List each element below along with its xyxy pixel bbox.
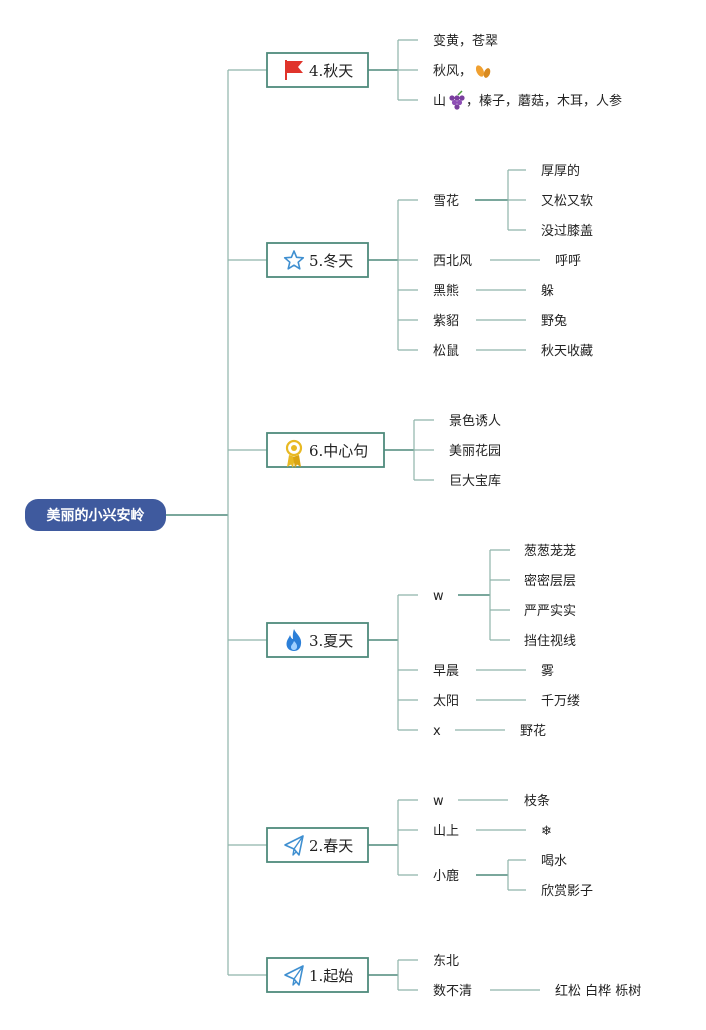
fire-icon (286, 629, 302, 651)
start-children: 东北 数不清 红松 白桦 栎树 (433, 954, 641, 999)
branch-box (266, 242, 369, 278)
leaf-node[interactable]: 小鹿 (433, 868, 459, 884)
grapes-icon (449, 90, 465, 110)
leaf-node[interactable]: 雾 (541, 664, 554, 679)
leaf-node: 山 (433, 94, 446, 109)
autumn-children: 变黄，苍翠 秋风， 山 ，榛子，蘑菇，木耳，人参 (433, 33, 622, 110)
branch-box (266, 957, 369, 993)
leaf-node[interactable]: 挡住视线 (524, 634, 576, 649)
leaf-node[interactable]: 红松 白桦 栎树 (555, 983, 641, 999)
branch-node-summer[interactable]: 3.夏天 (266, 622, 369, 658)
leaf-node[interactable]: 景色诱人 (449, 413, 501, 429)
leaf-node[interactable]: 野兔 (541, 314, 567, 329)
leaf-node[interactable]: 欣赏影子 (541, 884, 593, 899)
central-children: 景色诱人 美丽花园 巨大宝库 (449, 413, 501, 489)
branch-node-start[interactable]: 1.起始 (266, 957, 369, 993)
leaf-node[interactable]: 又松又软 (541, 194, 593, 209)
connector-lines (166, 39, 540, 991)
leaf-node[interactable]: 野花 (520, 723, 546, 739)
leaf-node[interactable]: 厚厚的 (541, 163, 580, 179)
leaf-node[interactable]: 黑熊 (433, 283, 459, 299)
leaf-node[interactable]: 松鼠 (433, 344, 459, 359)
branch-label: 5.冬天 (309, 252, 353, 270)
winter-children: 雪花 厚厚的 又松又软 没过膝盖 西北风 呼呼 黑熊 躲 紫貂 野兔 松鼠 秋天… (433, 163, 593, 359)
branch-node-autumn[interactable]: 4.秋天 (266, 52, 369, 88)
leaf-node-mountain[interactable]: 山 ，榛子，蘑菇，木耳，人参 (433, 90, 622, 110)
branch-label: 2.春天 (309, 837, 353, 855)
leaf-node[interactable]: 早晨 (433, 664, 459, 679)
leaf-node[interactable]: 雪花 (433, 193, 459, 209)
branch-label: 3.夏天 (309, 632, 353, 650)
spring-children: w 枝条 山上 ❄ 小鹿 喝水 欣赏影子 (433, 793, 593, 899)
branch-box (266, 827, 369, 863)
leaf-node: 秋风， (433, 64, 472, 79)
leaf-node[interactable]: 千万缕 (541, 694, 580, 709)
leaf-node-suffix: ，榛子，蘑菇，木耳，人参 (466, 93, 622, 109)
branch-node-central[interactable]: 6.中心句 (266, 432, 385, 468)
leaf-node[interactable]: 紫貂 (433, 314, 459, 329)
leaf-node[interactable]: 呼呼 (555, 254, 581, 269)
leaf-node[interactable]: 葱葱茏茏 (524, 543, 576, 559)
leaf-node[interactable]: 躲 (541, 283, 554, 299)
paper-plane-icon (284, 835, 304, 856)
leaf-node[interactable]: 东北 (433, 954, 459, 969)
root-node-box (25, 499, 166, 531)
leaf-node[interactable]: 巨大宝库 (449, 473, 501, 489)
leaf-node[interactable]: 数不清 (433, 984, 472, 999)
root-label: 美丽的小兴安岭 (47, 507, 145, 524)
leaf-node[interactable]: 西北风 (433, 254, 472, 269)
summer-children: w 葱葱茏茏 密密层层 严严实实 挡住视线 早晨 雾 太阳 千万缕 x 野花 (433, 543, 580, 739)
leaf-node[interactable]: 没过膝盖 (541, 224, 593, 239)
branch-node-spring[interactable]: 2.春天 (266, 827, 369, 863)
leaf-node[interactable]: 变黄，苍翠 (433, 33, 498, 49)
branch-box (266, 622, 369, 658)
medal-icon (285, 439, 303, 468)
star-icon (283, 250, 305, 270)
leaf-node[interactable]: x (433, 724, 441, 739)
leaf-node[interactable]: 秋天收藏 (541, 344, 593, 359)
branch-label: 4.秋天 (309, 62, 353, 80)
branch-box (266, 52, 369, 88)
branch-node-winter[interactable]: 5.冬天 (266, 242, 369, 278)
leaf-node[interactable]: 密密层层 (524, 573, 576, 589)
leaf-node[interactable]: 太阳 (433, 694, 459, 709)
red-flag-icon (285, 60, 303, 80)
leaf-node[interactable]: 山上 (433, 824, 459, 839)
leaf-node[interactable]: 喝水 (541, 854, 567, 869)
branch-label: 1.起始 (309, 967, 353, 985)
leaf-node[interactable]: 严严实实 (524, 604, 576, 619)
leaves-icon (475, 65, 491, 78)
paper-plane-icon (284, 965, 304, 986)
leaf-node[interactable]: w (433, 589, 444, 604)
leaf-node[interactable]: 枝条 (524, 793, 550, 809)
leaf-node-snowflake[interactable]: ❄ (541, 824, 552, 839)
leaf-node[interactable]: 美丽花园 (449, 443, 501, 459)
leaf-node-autumn-wind[interactable]: 秋风， (433, 64, 492, 79)
root-node[interactable]: 美丽的小兴安岭 (25, 499, 166, 531)
branch-label: 6.中心句 (309, 442, 368, 460)
leaf-node[interactable]: w (433, 794, 444, 809)
